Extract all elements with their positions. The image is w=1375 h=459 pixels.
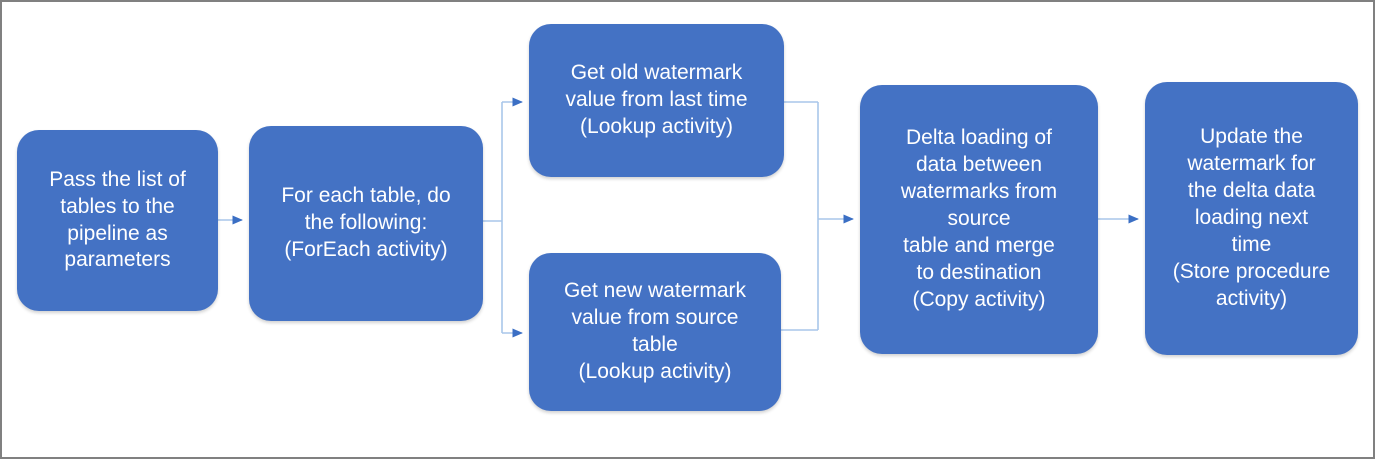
node-for-each[interactable]: For each table, do the following: (ForEa…	[249, 126, 483, 321]
connector-for-each-branch	[483, 97, 523, 338]
connector-lookups-merge-to-delta-loading	[781, 101, 854, 331]
node-get-new-watermark[interactable]: Get new watermark value from source tabl…	[529, 253, 781, 411]
node-pass-tables[interactable]: Pass the list of tables to the pipeline …	[17, 130, 218, 311]
node-get-old-watermark[interactable]: Get old watermark value from last time (…	[529, 24, 784, 177]
node-update-watermark[interactable]: Update the watermark for the delta data …	[1145, 82, 1358, 355]
node-delta-loading[interactable]: Delta loading of data between watermarks…	[860, 85, 1098, 354]
